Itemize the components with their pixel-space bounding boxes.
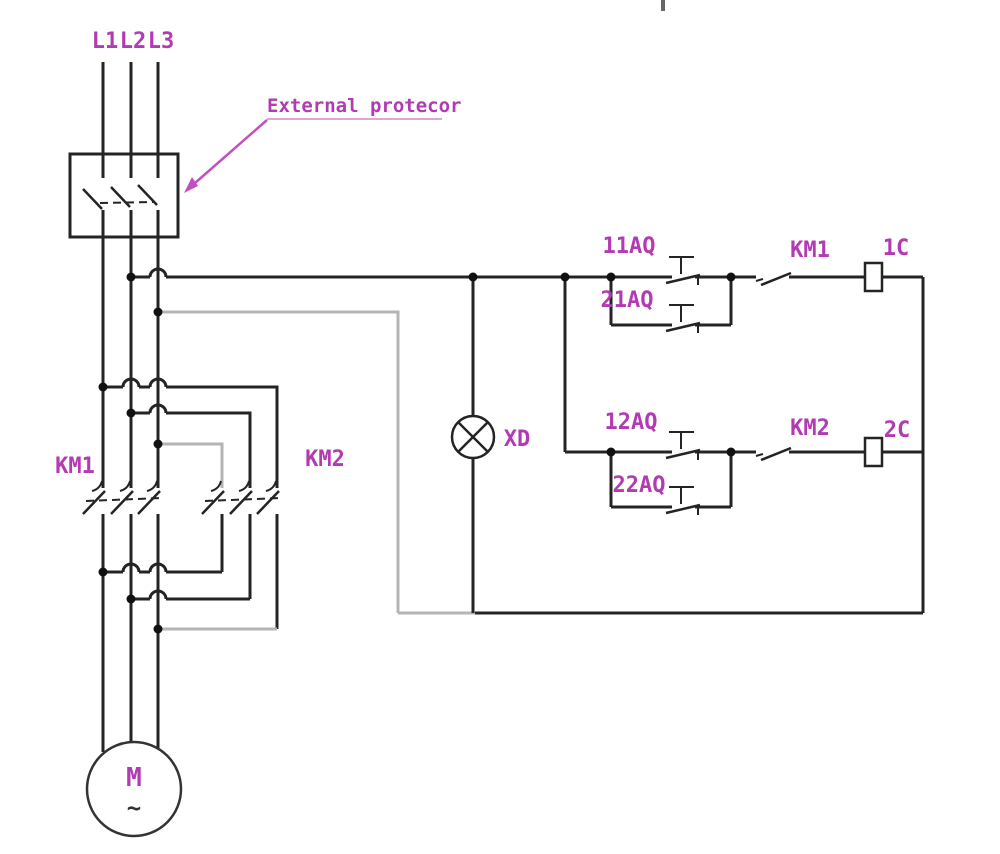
km1-main-contacts: KM1 (55, 454, 163, 515)
pushbutton-22aq (665, 486, 701, 515)
protector-label: External protecor (267, 95, 461, 117)
km1-blade-2 (110, 490, 134, 515)
junction-dot (153, 307, 163, 317)
junction-dot (726, 447, 736, 457)
junction-dot (606, 447, 616, 457)
km2-main-label: KM2 (305, 447, 345, 472)
row2-parallel-branch (609, 452, 733, 509)
breaker-blade-2 (110, 186, 131, 208)
motor-ac-symbol: ~ (127, 794, 141, 822)
junction-dot (126, 408, 136, 418)
km2-lower-poles (220, 514, 279, 629)
junction-dot (98, 382, 108, 392)
pushbutton-12aq (665, 431, 701, 460)
pushbutton-blade-icon (665, 448, 701, 460)
control-top-rail (131, 267, 923, 279)
km2-blade-3 (256, 490, 280, 515)
crossover-km2p2-to-l2 (131, 589, 250, 601)
control-return-rail-gray (158, 310, 400, 613)
phase-label-l3: L3 (148, 29, 175, 54)
km2-blade-1 (201, 490, 225, 515)
motor-label: M (126, 763, 142, 793)
indicator-lamp: XD (450, 277, 531, 613)
junction-dot (468, 272, 478, 282)
phase-label-l1: L1 (92, 29, 119, 54)
external-protector-breaker (68, 152, 180, 239)
lamp-icon (450, 414, 496, 460)
km2-blade-2 (229, 490, 253, 515)
button-21aq-label: 21AQ (601, 288, 654, 313)
aux-contact-tick (755, 453, 764, 457)
junction-dot (153, 439, 163, 449)
pushbutton-blade-icon (665, 273, 701, 285)
junction-dots (98, 272, 736, 634)
control-row-2: KM2 2C 12AQ 22AQ (565, 410, 923, 515)
pushbutton-11aq (665, 256, 701, 285)
crossover-km2p1-to-l1 (103, 562, 222, 574)
junction-dot (126, 272, 136, 282)
junction-dot (153, 624, 163, 634)
control-taps (131, 267, 925, 615)
aux-contact-blade-icon (760, 271, 792, 287)
breaker-blade-3 (137, 184, 158, 206)
km2-aux-label: KM2 (790, 416, 830, 441)
junction-dot (606, 272, 616, 282)
junction-dot (560, 272, 570, 282)
button-11aq-label: 11AQ (603, 234, 656, 259)
junction-dot (126, 594, 136, 604)
km2-main-contacts: KM2 (201, 447, 345, 629)
motor: M ~ (85, 740, 183, 838)
lamp-cross-icon (457, 421, 489, 453)
lamp-label: XD (504, 427, 531, 452)
protector-arrowhead-icon (184, 177, 198, 193)
control-row-1: KM1 1C 11AQ 21AQ (601, 234, 910, 333)
coil-1c-label: 1C (883, 236, 910, 261)
row1-parallel-branch (609, 277, 733, 327)
junction-dot (726, 272, 736, 282)
pushbutton-blade-icon (665, 321, 701, 333)
protector-arrow-line (186, 119, 268, 191)
km2-aux-contact (755, 446, 792, 462)
phase-label-l2: L2 (120, 29, 147, 54)
button-22aq-label: 22AQ (613, 473, 666, 498)
km1-main-label: KM1 (55, 454, 95, 479)
coil-2c (863, 436, 884, 468)
km1-terminal-hooks (91, 480, 158, 492)
pushbutton-blade-icon (665, 503, 701, 515)
km1-aux-label: KM1 (790, 238, 830, 263)
coil-2c-label: 2C (884, 418, 911, 443)
phase-labels: L1 L2 L3 (92, 29, 175, 54)
aux-contact-blade-icon (760, 446, 792, 462)
aux-contact-tick (755, 278, 764, 282)
protector-callout: External protecor (184, 95, 461, 193)
km1-aux-contact (755, 271, 792, 287)
phase-lines (101, 62, 160, 752)
crossover-lower (103, 562, 277, 631)
km1-blade-3 (137, 490, 161, 515)
km2-terminal-hooks (210, 480, 277, 492)
protector-box (68, 152, 180, 239)
crossover-l1-to-km2p3 (103, 377, 279, 488)
crossover-upper (103, 377, 279, 488)
junction-dot (98, 567, 108, 577)
km1-blade-1 (82, 490, 106, 515)
crossover-l3-to-km2p1-gray (158, 442, 224, 488)
motor-circle-icon (85, 740, 183, 838)
crossover-l2-to-km2p2 (131, 403, 252, 488)
breaker-blade-1 (82, 188, 103, 210)
button-12aq-label: 12AQ (605, 410, 658, 435)
coil-1c (863, 261, 884, 293)
breaker-linkage (99, 201, 154, 204)
pushbutton-21aq (665, 304, 701, 333)
